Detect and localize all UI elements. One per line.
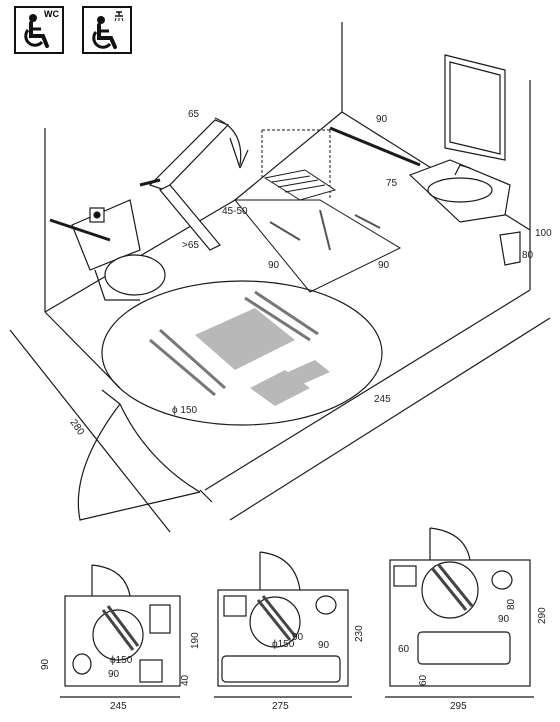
dim-room-depth: 280 xyxy=(68,417,87,437)
plan-small-dim-4: 40 xyxy=(180,674,191,686)
dim-seat-height: 45-50 xyxy=(222,206,248,217)
floor-plan-large xyxy=(385,527,534,698)
dim-grab-bar-height: 65 xyxy=(188,109,200,120)
wheelchair-wc-icon: WC xyxy=(14,6,64,54)
wc-label: WC xyxy=(44,9,59,19)
wall-rail xyxy=(329,126,421,167)
dim-toilet-clearance: 90 xyxy=(268,260,280,271)
plan-large-dim-4: 60 xyxy=(418,674,429,686)
dim-mirror-height: 100 xyxy=(535,228,552,239)
wheelchair-shower-icon xyxy=(82,6,132,54)
room-depth-line xyxy=(9,329,171,533)
plan-large-height: 290 xyxy=(537,607,548,624)
fixed-grab-bar xyxy=(49,218,111,242)
dim-room-width: 245 xyxy=(374,394,391,405)
basin xyxy=(408,159,511,223)
plan-medium-dim-2: 90 xyxy=(292,632,304,643)
shower-floor xyxy=(233,199,402,293)
plan-medium-height: 230 xyxy=(354,625,365,642)
plan-medium-width: 275 xyxy=(272,701,289,712)
dim-basin-height: 75 xyxy=(386,178,398,189)
plan-small-dim-1: 90 xyxy=(40,658,51,670)
wheelchair-plan xyxy=(149,290,330,406)
wheelchair-shower-symbol-icon xyxy=(92,11,124,49)
plan-large-dim-2: 90 xyxy=(498,614,510,625)
room-width-line xyxy=(229,317,551,521)
plan-medium-dim-3: 90 xyxy=(318,640,330,651)
shower-curtain xyxy=(261,129,331,200)
plan-large-width: 295 xyxy=(450,701,467,712)
folding-grab-bar xyxy=(139,117,249,251)
floor-plan-small xyxy=(60,564,181,698)
plan-medium-dim-1: ϕ150 xyxy=(272,639,295,650)
mirror xyxy=(444,54,506,161)
dim-bar-offset: >65 xyxy=(182,240,199,251)
dim-basin-clearance: 80 xyxy=(522,250,534,261)
toilet xyxy=(49,199,166,301)
shower-seat xyxy=(263,169,337,201)
plan-small-dim-3: 90 xyxy=(108,669,120,680)
plan-small-width: 245 xyxy=(110,701,127,712)
floor-front-edge xyxy=(204,289,531,491)
plan-large-dim-1: 80 xyxy=(506,598,517,610)
turning-circle xyxy=(101,280,383,426)
wheelchair-symbol-icon xyxy=(24,14,49,48)
plan-small-dim-2: ϕ150 xyxy=(110,655,133,666)
dim-shower-width: 90 xyxy=(378,260,390,271)
waste-bin xyxy=(499,231,521,266)
dim-turning-circle: ϕ 150 xyxy=(172,405,198,416)
plan-small-height: 190 xyxy=(190,632,201,649)
dim-rail-length: 90 xyxy=(376,114,388,125)
floor-plan-medium xyxy=(214,551,352,698)
plan-large-dim-3: 60 xyxy=(398,644,410,655)
